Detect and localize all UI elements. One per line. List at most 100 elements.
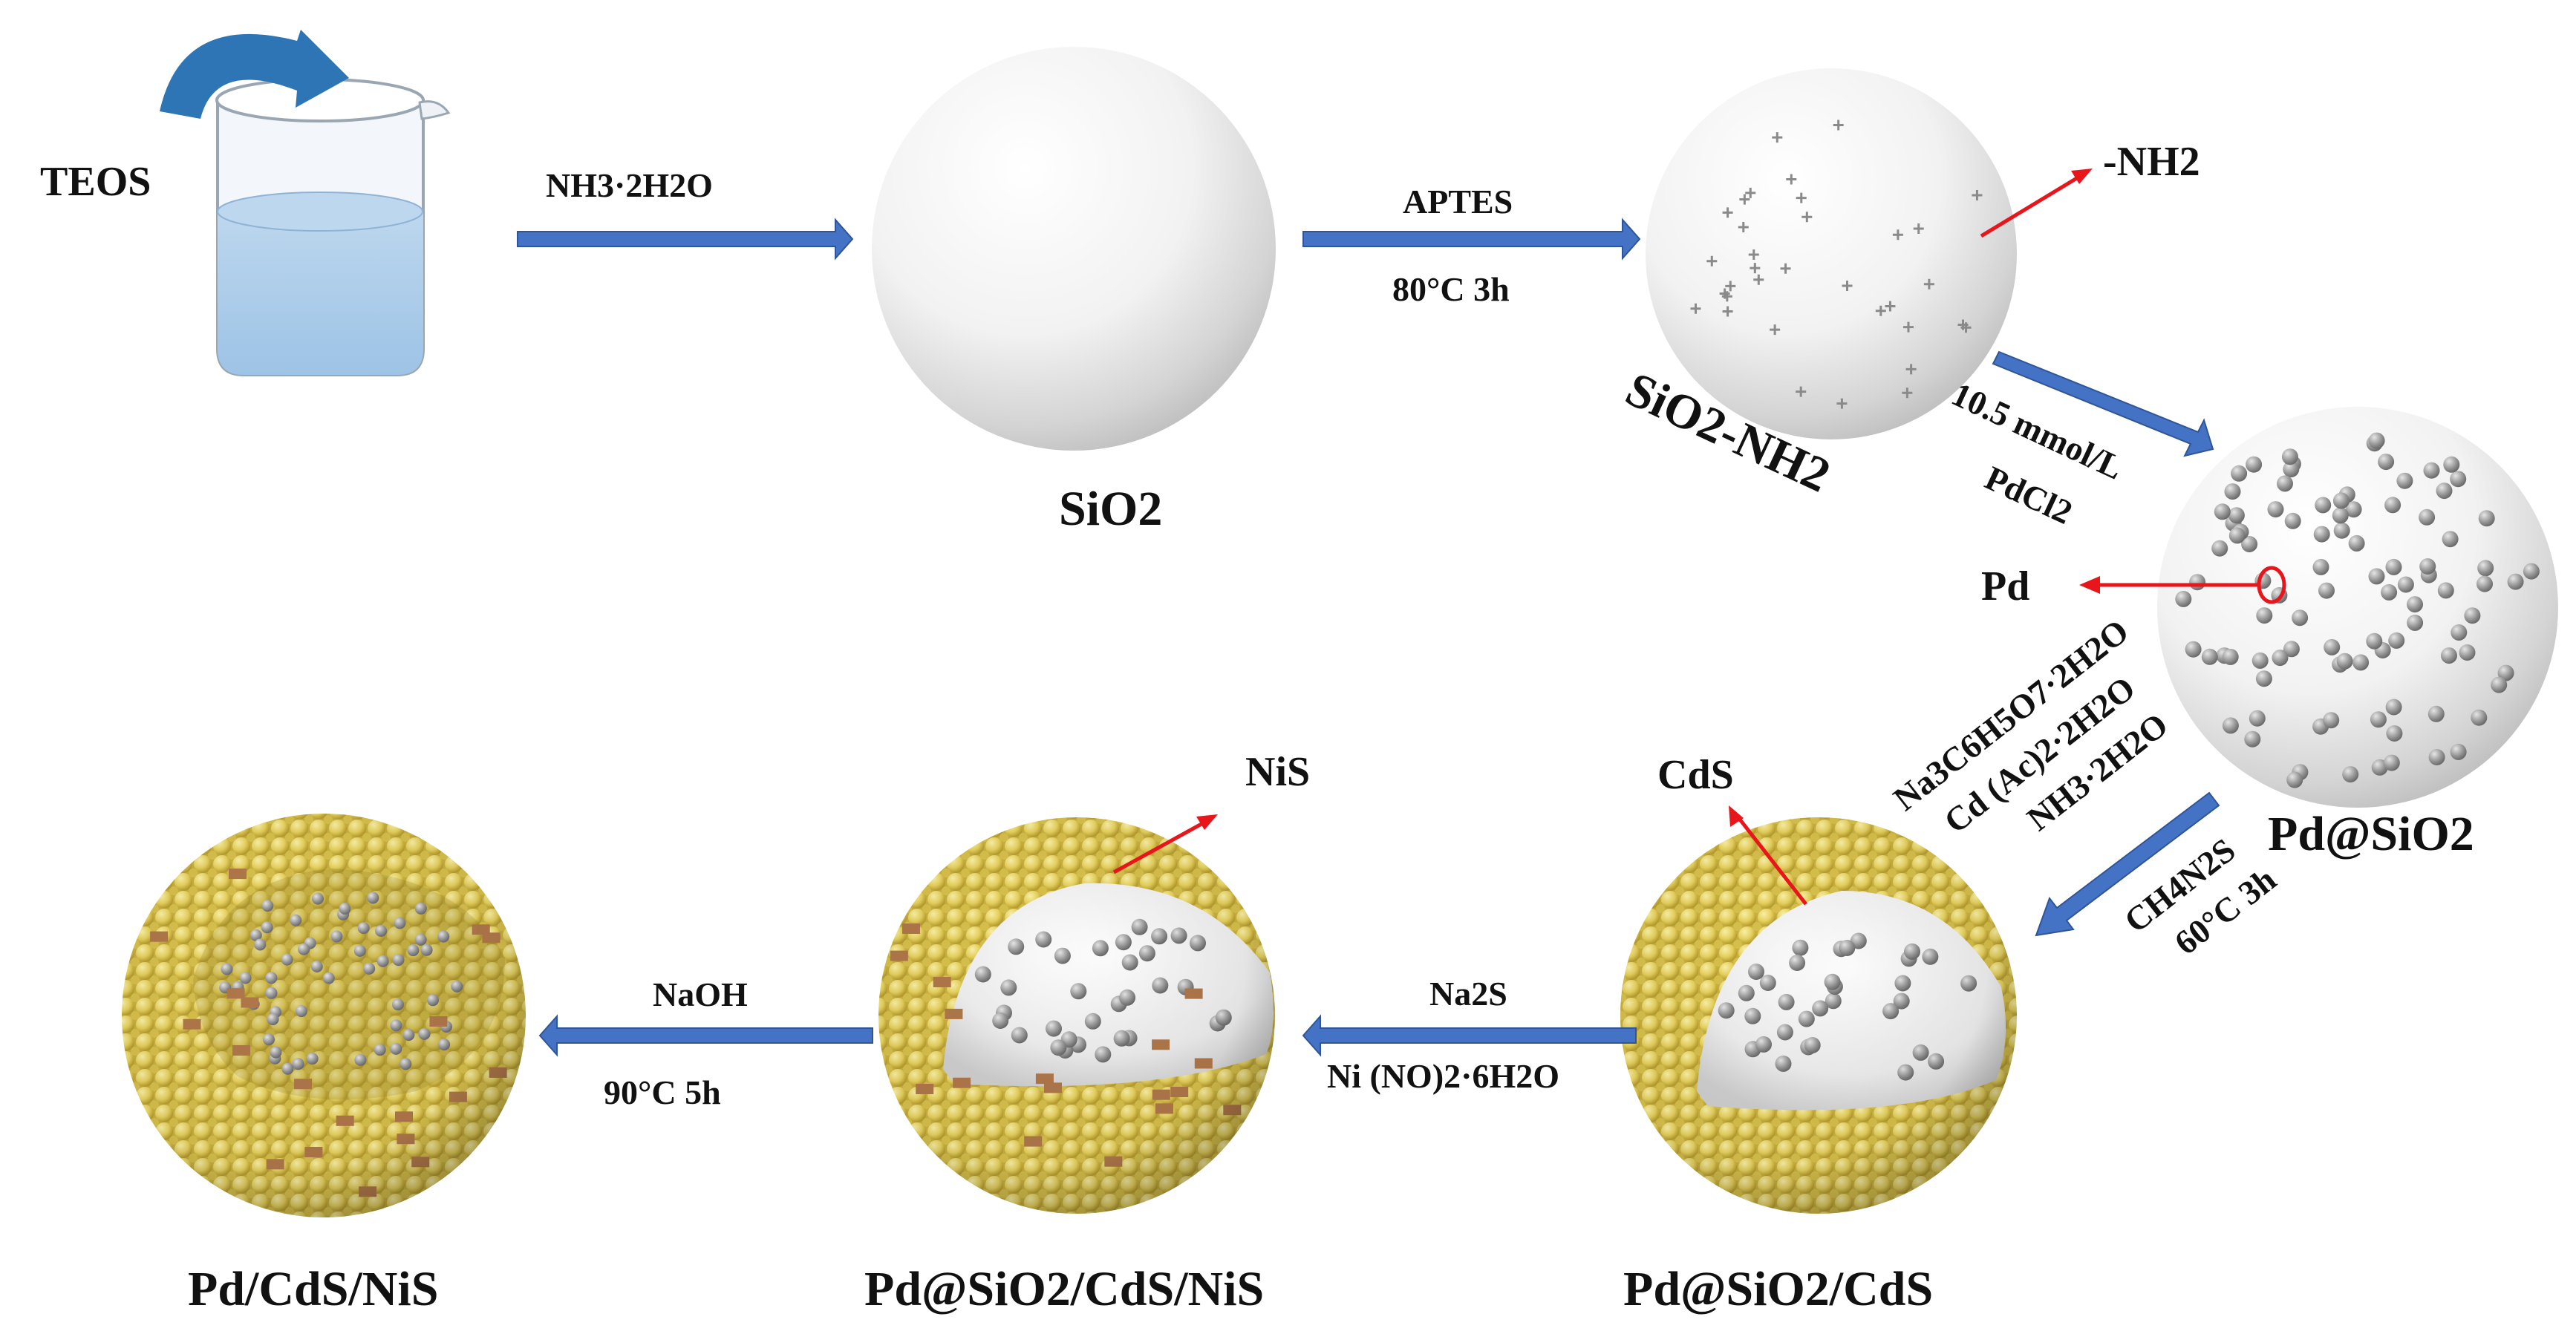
pd-particle [2246, 456, 2263, 473]
pd-particle [2368, 432, 2385, 449]
pd-particle [2345, 501, 2362, 518]
pd-particle [2388, 632, 2405, 649]
amine-group-mark [1772, 132, 1783, 143]
step5-condition-label: Ni (NO)2·6H2O [1327, 1057, 1559, 1095]
amine-group-mark [1902, 387, 1913, 399]
pd-sio2-sphere [2157, 407, 2558, 808]
pd-particle [2272, 650, 2289, 667]
amine-group-mark [1796, 386, 1807, 397]
pd-particle [2407, 596, 2423, 613]
pd-particle [2471, 709, 2488, 726]
pd-particle [2441, 647, 2457, 664]
pd-particle [2189, 574, 2206, 591]
pd-particle [2384, 497, 2401, 514]
step-arrow-5 [1302, 1014, 1637, 1057]
sio2-sphere [872, 47, 1276, 451]
pd-particle [2201, 648, 2218, 665]
amine-group-mark [1892, 229, 1903, 241]
pd-particle [2386, 725, 2403, 742]
pd-particle [2211, 540, 2228, 557]
beaker-icon [215, 78, 451, 376]
amine-group-mark [1913, 223, 1924, 234]
pd-particle [2283, 461, 2300, 478]
amine-group-mark [1725, 281, 1736, 292]
step2-reagent-label: APTES [1403, 183, 1513, 220]
amine-group-mark [1842, 281, 1853, 292]
pd-particle [2497, 664, 2514, 681]
pd-particle [2323, 712, 2340, 729]
sio2-label: SiO2 [1059, 482, 1162, 536]
pd-particle [2419, 558, 2436, 575]
pd-particle [2267, 501, 2284, 518]
pd-particle [2222, 648, 2239, 665]
amine-group-mark [1972, 189, 1983, 200]
pd-particle [2407, 614, 2424, 631]
pd-particle [2231, 465, 2248, 482]
pd-particle [2283, 641, 2300, 658]
pd-particle [2491, 676, 2508, 693]
amine-group-mark [1780, 263, 1791, 274]
pd-particle [2352, 654, 2370, 671]
pd-particle [2342, 766, 2359, 783]
pd-sio2-cds-shell [1620, 817, 2017, 1214]
nis-label: NiS [1245, 749, 1310, 795]
pd-particle [2476, 575, 2493, 592]
pd-particle [2437, 582, 2454, 599]
amine-group-mark [1745, 187, 1756, 198]
pd-particle [2419, 508, 2436, 526]
pd-particle [2224, 483, 2241, 500]
pd-sio2-cds-nis-shell [878, 817, 1275, 1214]
amine-group-mark [1690, 303, 1701, 314]
pd-cds-nis-label: Pd/CdS/NiS [188, 1262, 438, 1316]
pd-particle [2450, 743, 2467, 760]
pd-particle [2381, 583, 2398, 601]
pd-particle [2507, 573, 2524, 590]
pd-particle [2436, 483, 2453, 500]
pd-particle [2383, 754, 2400, 771]
pd-particle [2464, 607, 2481, 624]
step-arrow-2 [1302, 218, 1641, 261]
pd-particle [2214, 503, 2231, 520]
pd-particle [2370, 711, 2387, 728]
amine-pointer [1980, 169, 2093, 238]
amine-group-mark [1750, 263, 1761, 274]
amine-group-mark [1753, 274, 1764, 285]
pd-particle [2336, 653, 2353, 670]
pd-particle [2397, 576, 2414, 593]
pd-particle [2228, 527, 2246, 544]
pd-particle [2459, 644, 2476, 661]
pd-particle [2385, 558, 2402, 575]
pd-particle [2175, 590, 2192, 607]
pd-particle [2348, 534, 2365, 552]
nis-pointer [1112, 814, 1218, 874]
pd-particle [2185, 641, 2202, 658]
amine-group-mark [1875, 305, 1886, 316]
pd-particle [2277, 475, 2293, 492]
amine-group-mark [1738, 221, 1749, 232]
amine-group-mark [1796, 192, 1807, 203]
step-arrow-3 [1992, 350, 2214, 457]
pd-particle [2477, 560, 2494, 577]
pd-particle [2378, 454, 2395, 471]
pd-particle [2284, 512, 2301, 529]
pd-particle [2251, 652, 2269, 669]
amine-group-mark [1770, 324, 1781, 336]
pd-particle [2366, 632, 2383, 650]
pd-particle [2255, 670, 2272, 687]
pd-particle [2256, 607, 2273, 624]
pd-particle [2443, 456, 2460, 473]
amine-group-mark [1801, 212, 1813, 223]
pd-particle [2332, 492, 2350, 509]
pd-particle [2281, 448, 2298, 465]
pd-particle [2423, 462, 2440, 479]
pd-particle [2324, 638, 2341, 655]
amine-group-mark [1748, 249, 1759, 260]
pd-particle [2442, 531, 2459, 548]
amine-group-mark [1836, 398, 1848, 409]
amine-group-mark [1905, 364, 1917, 375]
pd-particle [2313, 526, 2330, 543]
pour-arrow-icon [160, 30, 349, 119]
amine-group-mark [1902, 321, 1914, 333]
step-arrow-6 [538, 1014, 873, 1057]
